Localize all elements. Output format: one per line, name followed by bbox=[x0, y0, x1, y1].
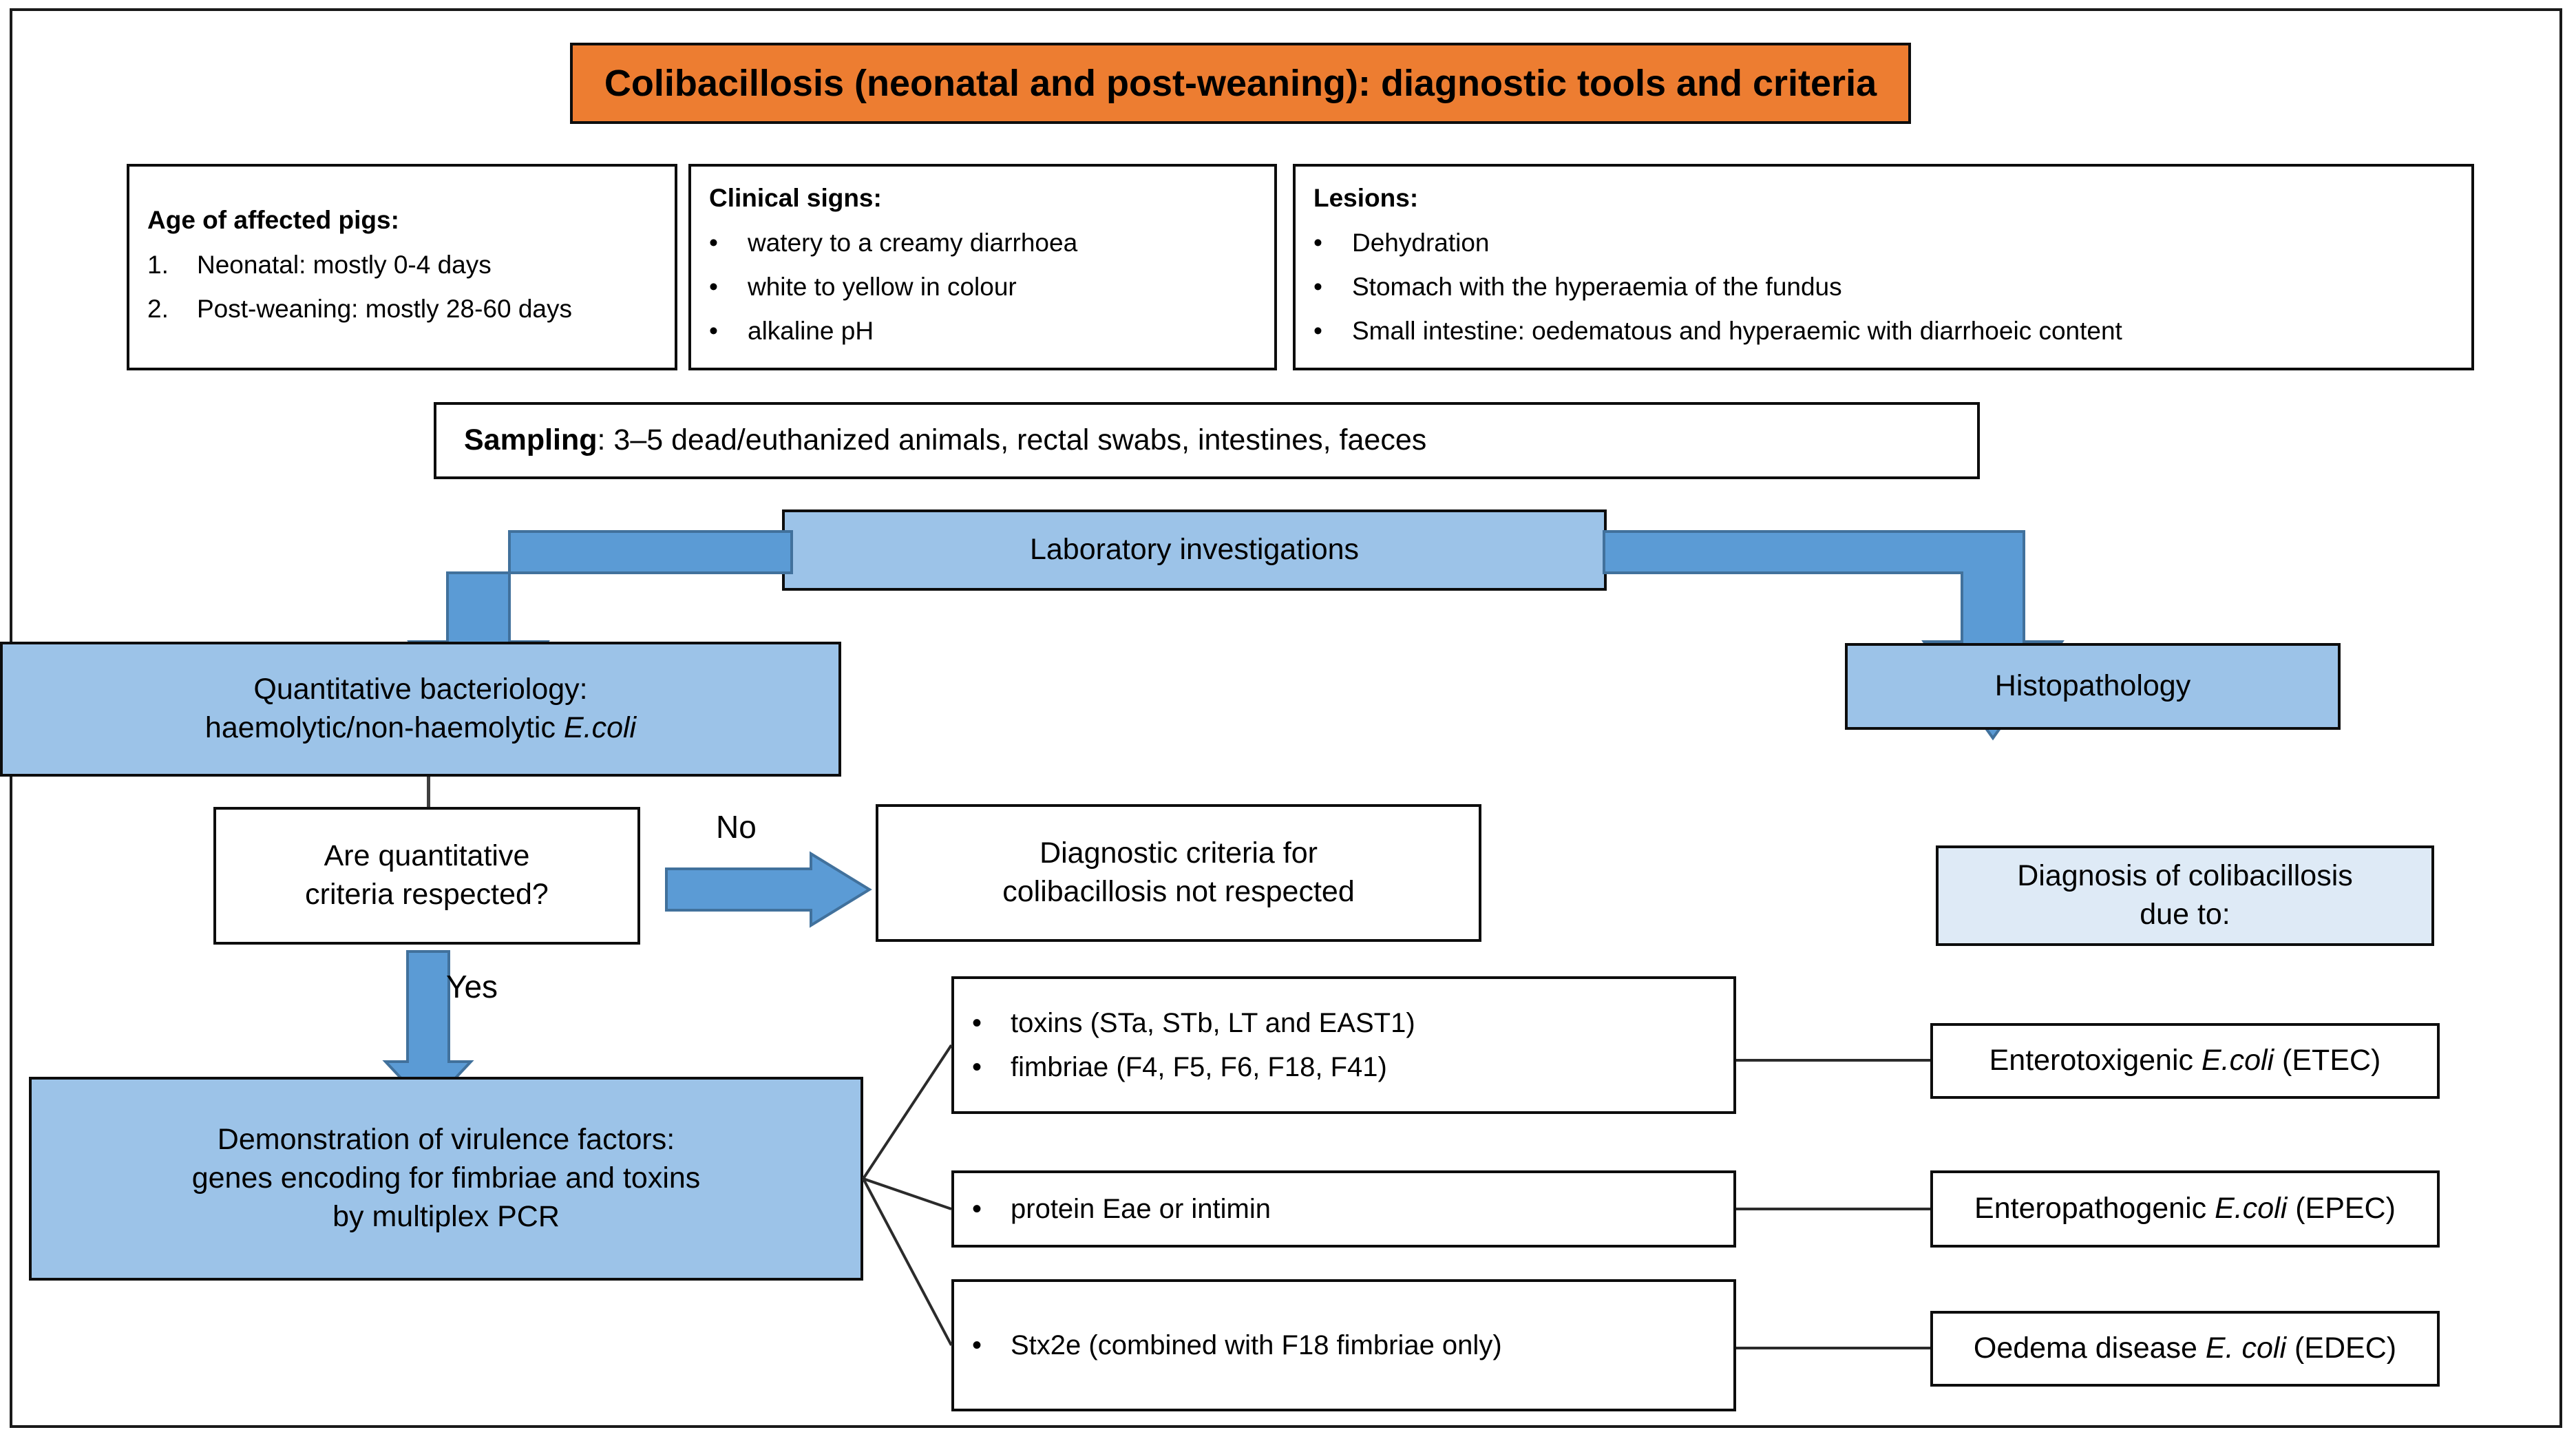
decision-line-1: Are quantitative bbox=[324, 839, 530, 873]
arrow-no bbox=[665, 851, 872, 928]
list-text: toxins (STa, STb, LT and EAST1) bbox=[1011, 1007, 1415, 1038]
list-item: • toxins (STa, STb, LT and EAST1) bbox=[972, 1004, 1715, 1043]
chart-title: Colibacillosis (neonatal and post-weanin… bbox=[604, 63, 1877, 104]
marker-box-stx2e: • Stx2e (combined with F18 fimbriae only… bbox=[951, 1279, 1736, 1411]
quantitative-bacteriology-box: Quantitative bacteriology: haemolytic/no… bbox=[0, 642, 841, 777]
list-item: • white to yellow in colour bbox=[709, 267, 1256, 306]
result-label-edec: Oedema disease E. coli (EDEC) bbox=[1973, 1332, 2397, 1365]
pcr-line-1: Demonstration of virulence factors: bbox=[217, 1123, 675, 1157]
list-text: protein Eae or intimin bbox=[1011, 1193, 1271, 1224]
pcr-box: Demonstration of virulence factors: gene… bbox=[29, 1077, 863, 1281]
list-text: white to yellow in colour bbox=[748, 273, 1017, 301]
laboratory-investigations-label: Laboratory investigations bbox=[1029, 533, 1360, 567]
laboratory-investigations-box: Laboratory investigations bbox=[782, 509, 1607, 591]
bullet-icon: • bbox=[972, 1329, 982, 1360]
histopathology-box: Histopathology bbox=[1845, 643, 2341, 730]
list-item: • Stx2e (combined with F18 fimbriae only… bbox=[972, 1326, 1715, 1365]
lesions-box: Lesions: • Dehydration • Stomach with th… bbox=[1293, 164, 2474, 370]
list-item: • Stomach with the hyperaemia of the fun… bbox=[1313, 267, 2453, 306]
bacteriology-line-2: haemolytic/non-haemolytic E.coli bbox=[204, 711, 637, 744]
not-respected-line-1: Diagnostic criteria for bbox=[1039, 837, 1318, 870]
bullet-icon: • bbox=[709, 273, 718, 301]
list-text: watery to a creamy diarrhoea bbox=[748, 228, 1078, 257]
list-text: Dehydration bbox=[1352, 228, 1490, 257]
no-label: No bbox=[716, 809, 757, 845]
diagnosis-header-line-2: due to: bbox=[2140, 898, 2230, 931]
list-item: • Dehydration bbox=[1313, 223, 2453, 262]
pcr-line-2: genes encoding for fimbriae and toxins bbox=[191, 1161, 701, 1195]
result-box-edec: Oedema disease E. coli (EDEC) bbox=[1930, 1311, 2440, 1387]
list-item: • protein Eae or intimin bbox=[972, 1190, 1715, 1229]
list-text: Small intestine: oedematous and hyperaem… bbox=[1352, 317, 2122, 346]
list-marker: 2. bbox=[147, 295, 169, 324]
diagnosis-header-line-1: Diagnosis of colibacillosis bbox=[2017, 859, 2353, 893]
list-item: 2. Post-weaning: mostly 28-60 days bbox=[147, 289, 657, 328]
list-text: fimbriae (F4, F5, F6, F18, F41) bbox=[1011, 1051, 1387, 1082]
list-text: Stx2e (combined with F18 fimbriae only) bbox=[1011, 1329, 1502, 1360]
marker-list-1: • toxins (STa, STb, LT and EAST1) • fimb… bbox=[972, 1004, 1715, 1087]
list-text: Post-weaning: mostly 28-60 days bbox=[197, 295, 572, 324]
bullet-icon: • bbox=[1313, 228, 1322, 257]
result-box-epec: Enteropathogenic E.coli (EPEC) bbox=[1930, 1170, 2440, 1248]
list-item: • alkaline pH bbox=[709, 311, 1256, 350]
bullet-icon: • bbox=[972, 1007, 982, 1038]
pcr-line-3: by multiplex PCR bbox=[332, 1199, 560, 1233]
sampling-box: Sampling: 3–5 dead/euthanized animals, r… bbox=[434, 402, 1980, 479]
list-text: Neonatal: mostly 0-4 days bbox=[197, 250, 492, 279]
marker-box-toxins: • toxins (STa, STb, LT and EAST1) • fimb… bbox=[951, 976, 1736, 1114]
age-box-heading: Age of affected pigs: bbox=[147, 206, 399, 235]
decision-line-2: criteria respected? bbox=[305, 878, 549, 911]
age-box: Age of affected pigs: 1. Neonatal: mostl… bbox=[127, 164, 677, 370]
bullet-icon: • bbox=[1313, 317, 1322, 346]
sampling-text: : 3–5 dead/euthanized animals, rectal sw… bbox=[597, 423, 1427, 457]
list-text: alkaline pH bbox=[748, 317, 874, 346]
marker-box-eae: • protein Eae or intimin bbox=[951, 1170, 1736, 1248]
list-item: 1. Neonatal: mostly 0-4 days bbox=[147, 245, 657, 284]
lesions-list: • Dehydration • Stomach with the hyperae… bbox=[1313, 223, 2453, 351]
age-box-list: 1. Neonatal: mostly 0-4 days 2. Post-wea… bbox=[147, 245, 657, 329]
clinical-signs-box: Clinical signs: • watery to a creamy dia… bbox=[688, 164, 1277, 370]
bullet-icon: • bbox=[709, 228, 718, 257]
result-box-etec: Enterotoxigenic E.coli (ETEC) bbox=[1930, 1023, 2440, 1099]
result-label-epec: Enteropathogenic E.coli (EPEC) bbox=[1974, 1192, 2396, 1226]
list-item: • Small intestine: oedematous and hypera… bbox=[1313, 311, 2453, 350]
marker-list-3: • Stx2e (combined with F18 fimbriae only… bbox=[972, 1326, 1715, 1365]
bullet-icon: • bbox=[972, 1193, 982, 1224]
clinical-signs-list: • watery to a creamy diarrhoea • white t… bbox=[709, 223, 1256, 351]
list-marker: 1. bbox=[147, 250, 169, 279]
list-text: Stomach with the hyperaemia of the fundu… bbox=[1352, 273, 1842, 301]
bullet-icon: • bbox=[1313, 273, 1322, 301]
list-item: • fimbriae (F4, F5, F6, F18, F41) bbox=[972, 1048, 1715, 1087]
marker-list-2: • protein Eae or intimin bbox=[972, 1190, 1715, 1229]
result-label-etec: Enterotoxigenic E.coli (ETEC) bbox=[1989, 1044, 2381, 1077]
diagnosis-header-box: Diagnosis of colibacillosis due to: bbox=[1936, 845, 2434, 946]
decision-box: Are quantitative criteria respected? bbox=[213, 807, 640, 945]
list-item: • watery to a creamy diarrhoea bbox=[709, 223, 1256, 262]
bullet-icon: • bbox=[972, 1051, 982, 1082]
not-respected-line-2: colibacillosis not respected bbox=[1002, 875, 1355, 908]
chart-title-box: Colibacillosis (neonatal and post-weanin… bbox=[570, 43, 1911, 124]
criteria-not-respected-box: Diagnostic criteria for colibacillosis n… bbox=[876, 804, 1481, 942]
lesions-heading: Lesions: bbox=[1313, 184, 1419, 213]
bacteriology-line-1: Quantitative bacteriology: bbox=[253, 673, 588, 706]
histopathology-label: Histopathology bbox=[1994, 669, 2191, 703]
clinical-signs-heading: Clinical signs: bbox=[709, 184, 882, 213]
bullet-icon: • bbox=[709, 317, 718, 346]
yes-label: Yes bbox=[446, 969, 498, 1005]
connector-bacteriology-to-decision bbox=[427, 777, 430, 808]
sampling-label: Sampling bbox=[464, 423, 598, 457]
